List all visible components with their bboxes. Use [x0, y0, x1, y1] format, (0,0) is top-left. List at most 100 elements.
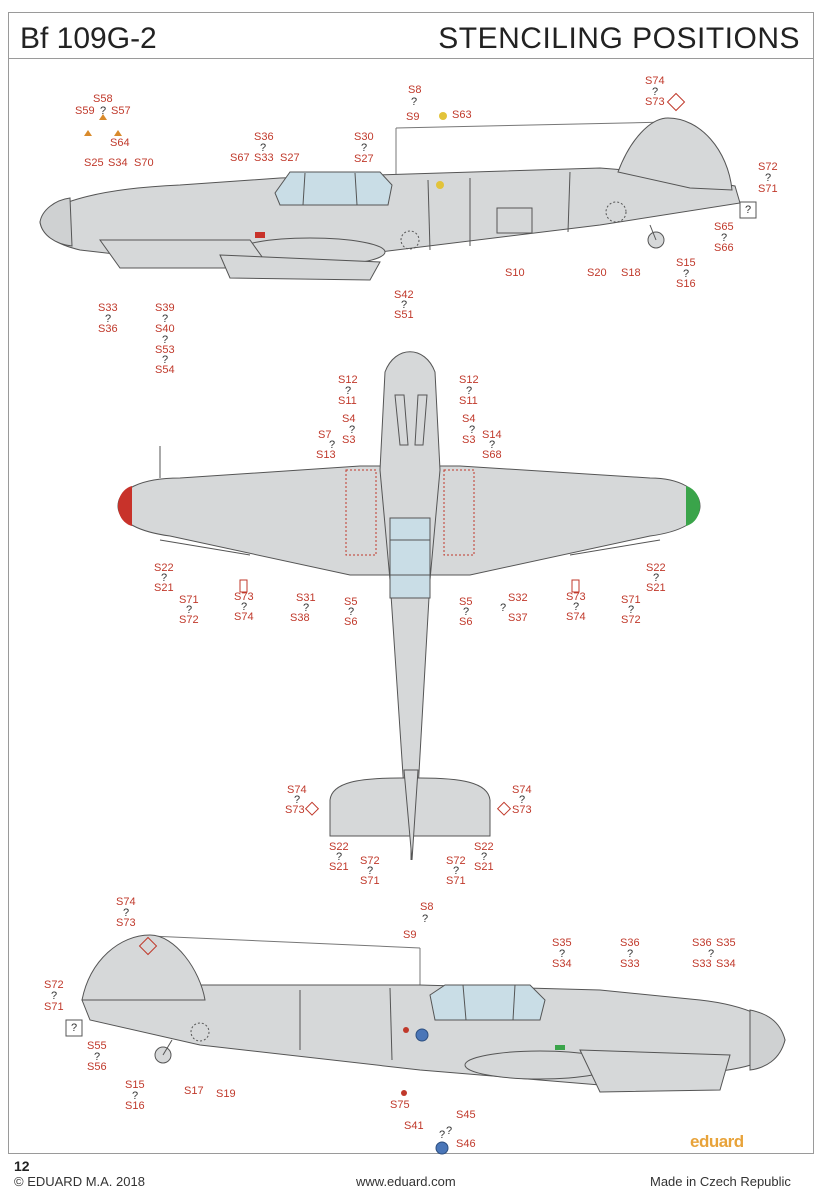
label-s41: S41: [404, 1120, 424, 1132]
label-s34: S34: [552, 958, 572, 970]
right-profile-aircraft: [81, 934, 786, 1093]
label-s72r: S72: [621, 614, 641, 626]
label-q: ?: [162, 334, 169, 346]
label-s36b: S36: [98, 323, 118, 335]
footer-copyright: © EDUARD M.A. 2018: [14, 1174, 145, 1189]
label-s10: S10: [505, 267, 525, 279]
label-s71: S71: [179, 594, 199, 606]
label-s58: S58: [93, 93, 113, 105]
label-q: ?: [162, 354, 169, 366]
page-number: 12: [14, 1158, 30, 1174]
label-q: ?: [349, 424, 356, 436]
label-s33b: S33: [98, 302, 118, 314]
label-q: ?: [241, 601, 248, 613]
label-s16: S16: [125, 1100, 145, 1112]
label-s73: S73: [116, 917, 136, 929]
label-q: ?: [469, 424, 476, 436]
stencil-s59-icon: [84, 130, 92, 136]
label-q: ?: [446, 1125, 453, 1137]
page-title: STENCILING POSITIONS: [438, 22, 800, 55]
label-q: ?: [294, 794, 301, 806]
label-unknown: ?: [745, 204, 752, 216]
label-s36b: S36: [692, 937, 712, 949]
label-s22-tail-r: S22: [474, 841, 494, 853]
label-s40: S40: [155, 323, 175, 335]
stencil-s75-icon: [403, 1027, 409, 1033]
label-q: ?: [559, 948, 566, 960]
stencil-s45-icon: [415, 1028, 429, 1042]
label-s27b: S27: [354, 153, 374, 165]
stencil-unknown-box-right: [65, 1019, 83, 1037]
label-s9: S9: [403, 929, 417, 941]
label-s7: S7: [318, 429, 332, 441]
label-q: ?: [721, 232, 728, 244]
label-s71: S71: [758, 183, 778, 195]
label-q: ?: [628, 604, 635, 616]
label-s73: S73: [234, 591, 254, 603]
label-s36: S36: [620, 937, 640, 949]
stencil-s74-marker: [666, 92, 686, 112]
label-s56: S56: [87, 1061, 107, 1073]
label-s11r: S11: [459, 395, 478, 407]
label-s6: S6: [344, 616, 358, 628]
label-s68: S68: [482, 449, 502, 461]
label-s20: S20: [587, 267, 607, 279]
stencil-unknown-box-left: [739, 201, 757, 219]
eduard-logo: eduard: [690, 1132, 744, 1151]
label-s74: S74: [645, 75, 665, 87]
label-s73-tail: S73: [285, 804, 305, 816]
label-s31: S31: [296, 592, 316, 604]
footer-made-in: Made in Czech Republic: [650, 1174, 791, 1189]
label-s22r: S22: [646, 562, 666, 574]
label-q: ?: [422, 913, 429, 925]
label-q: ?: [401, 299, 408, 311]
label-q: ?: [653, 572, 660, 584]
label-s54: S54: [155, 364, 175, 376]
label-s6r: S6: [459, 616, 473, 628]
label-s27: S27: [280, 152, 300, 164]
label-q: ?: [336, 851, 343, 863]
label-q: ?: [466, 385, 473, 397]
label-s37: S37: [508, 612, 528, 624]
label-s18: S18: [621, 267, 641, 279]
label-s17: S17: [184, 1085, 204, 1097]
label-s22: S22: [154, 562, 174, 574]
label-q: ?: [303, 602, 310, 614]
label-q: ?: [411, 96, 418, 108]
label-q: ?: [329, 439, 336, 451]
label-q: ?: [132, 1090, 139, 1102]
label-s36: S36: [254, 131, 274, 143]
label-s59: S59: [75, 105, 95, 117]
label-s73-tail-r: S73: [512, 804, 532, 816]
label-s3r: S3: [462, 434, 476, 446]
label-s33b: S33: [692, 958, 712, 970]
label-s46: S46: [456, 1138, 476, 1150]
label-s4r: S4: [462, 413, 476, 425]
label-s73r: S73: [566, 591, 586, 603]
label-s3: S3: [342, 434, 356, 446]
label-s21: S21: [154, 582, 174, 594]
label-q: ?: [453, 865, 460, 877]
label-s74: S74: [234, 611, 254, 623]
label-s53: S53: [155, 344, 175, 356]
label-q: ?: [463, 606, 470, 618]
label-q: ?: [481, 851, 488, 863]
label-s71-tail-r: S71: [446, 875, 466, 887]
label-q: ?: [489, 439, 496, 451]
stencil-s58-icon: [99, 114, 107, 120]
label-q: ?: [345, 385, 352, 397]
label-q: ?: [573, 601, 580, 613]
label-s63: S63: [452, 109, 472, 121]
label-s67: S67: [230, 152, 250, 164]
label-q: ?: [348, 606, 355, 618]
top-view-aircraft: [117, 351, 701, 861]
label-s39: S39: [155, 302, 175, 314]
label-s51: S51: [394, 309, 414, 321]
label-s34b: S34: [716, 958, 736, 970]
label-s72: S72: [179, 614, 199, 626]
label-s8: S8: [408, 84, 422, 96]
label-q: ?: [260, 142, 267, 154]
label-s4: S4: [342, 413, 356, 425]
label-s12r: S12: [459, 374, 479, 386]
